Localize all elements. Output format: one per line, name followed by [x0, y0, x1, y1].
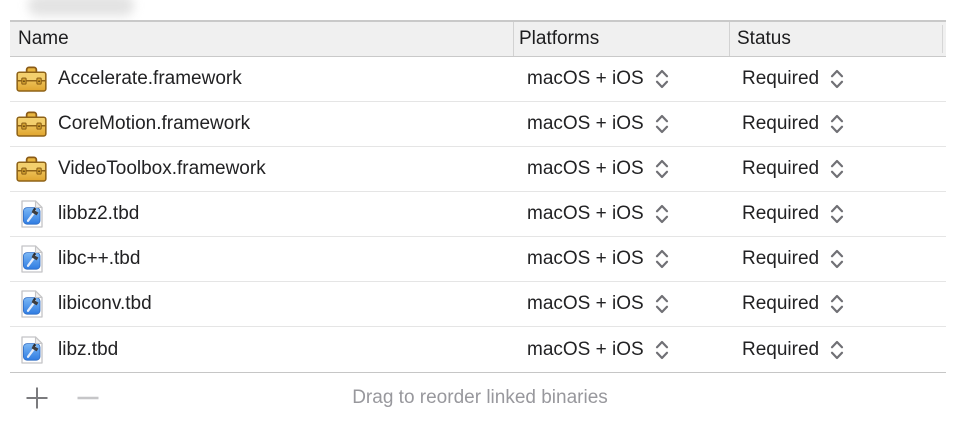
status-value: Required: [742, 158, 820, 179]
binary-name: libbz2.tbd: [58, 203, 140, 224]
status-cell[interactable]: Required: [729, 102, 946, 146]
name-cell: libc++.tbd: [10, 237, 513, 281]
table-row[interactable]: libz.tbd macOS + iOS Required: [10, 327, 946, 372]
table-row[interactable]: libc++.tbd macOS + iOS Required: [10, 237, 946, 282]
platforms-cell[interactable]: macOS + iOS: [513, 237, 729, 281]
binary-name: VideoToolbox.framework: [58, 158, 266, 179]
name-cell: libz.tbd: [10, 327, 513, 372]
framework-icon: [16, 155, 47, 183]
platforms-cell[interactable]: macOS + iOS: [513, 327, 729, 372]
updown-chevrons-icon[interactable]: [829, 68, 845, 90]
column-header-status: Status: [729, 22, 946, 56]
updown-chevrons-icon[interactable]: [829, 113, 845, 135]
platforms-cell[interactable]: macOS + iOS: [513, 282, 729, 326]
platforms-value: macOS + iOS: [527, 248, 644, 269]
binary-name: libiconv.tbd: [58, 293, 152, 314]
status-cell[interactable]: Required: [729, 282, 946, 326]
binary-name: libz.tbd: [58, 338, 119, 360]
platforms-cell[interactable]: macOS + iOS: [513, 192, 729, 236]
status-value: Required: [742, 203, 820, 224]
updown-chevrons-icon[interactable]: [654, 339, 670, 361]
framework-icon: [16, 110, 47, 138]
table-row[interactable]: Accelerate.framework macOS + iOS Require…: [10, 57, 946, 102]
status-cell[interactable]: Required: [729, 192, 946, 236]
updown-chevrons-icon[interactable]: [829, 203, 845, 225]
updown-chevrons-icon[interactable]: [654, 113, 670, 135]
platforms-cell[interactable]: macOS + iOS: [513, 102, 729, 146]
name-cell: VideoToolbox.framework: [10, 147, 513, 191]
header-right-divider: [942, 25, 943, 53]
status-cell[interactable]: Required: [729, 327, 946, 372]
blurred-element: [28, 0, 134, 16]
drag-reorder-hint: Drag to reorder linked binaries: [352, 387, 608, 408]
binary-name: CoreMotion.framework: [58, 113, 251, 134]
status-cell[interactable]: Required: [729, 147, 946, 191]
tbd-file-icon: [16, 290, 47, 318]
table-row[interactable]: libiconv.tbd macOS + iOS Required: [10, 282, 946, 327]
framework-icon: [16, 65, 47, 93]
table-row[interactable]: libbz2.tbd macOS + iOS Required: [10, 192, 946, 237]
platforms-value: macOS + iOS: [527, 68, 644, 89]
tbd-file-icon: [16, 335, 47, 364]
updown-chevrons-icon[interactable]: [654, 203, 670, 225]
updown-chevrons-icon[interactable]: [829, 339, 845, 361]
status-cell[interactable]: Required: [729, 237, 946, 281]
binary-name: Accelerate.framework: [58, 68, 242, 89]
updown-chevrons-icon[interactable]: [654, 68, 670, 90]
updown-chevrons-icon[interactable]: [829, 248, 845, 270]
status-value: Required: [742, 338, 820, 360]
name-cell: CoreMotion.framework: [10, 102, 513, 146]
add-binary-button[interactable]: [24, 385, 50, 411]
binary-name: libc++.tbd: [58, 248, 141, 269]
plus-icon: [26, 387, 48, 409]
linked-binaries-table: Name Platforms Status Accelerate.framewo…: [10, 20, 946, 373]
platforms-value: macOS + iOS: [527, 158, 644, 179]
name-cell: libiconv.tbd: [10, 282, 513, 326]
updown-chevrons-icon[interactable]: [654, 248, 670, 270]
table-header-row: Name Platforms Status: [10, 22, 946, 57]
platforms-value: macOS + iOS: [527, 293, 644, 314]
platforms-value: macOS + iOS: [527, 203, 644, 224]
table-footer: Drag to reorder linked binaries: [0, 373, 960, 434]
table-row[interactable]: VideoToolbox.framework macOS + iOS Requi…: [10, 147, 946, 192]
status-value: Required: [742, 248, 820, 269]
platforms-cell[interactable]: macOS + iOS: [513, 57, 729, 101]
tbd-file-icon: [16, 200, 47, 228]
tbd-file-icon: [16, 245, 47, 273]
table-row[interactable]: CoreMotion.framework macOS + iOS Require…: [10, 102, 946, 147]
status-cell[interactable]: Required: [729, 57, 946, 101]
status-value: Required: [742, 68, 820, 89]
name-cell: libbz2.tbd: [10, 192, 513, 236]
updown-chevrons-icon[interactable]: [654, 293, 670, 315]
platforms-cell[interactable]: macOS + iOS: [513, 147, 729, 191]
column-header-platforms: Platforms: [513, 22, 729, 56]
status-value: Required: [742, 113, 820, 134]
updown-chevrons-icon[interactable]: [829, 158, 845, 180]
updown-chevrons-icon[interactable]: [654, 158, 670, 180]
platforms-value: macOS + iOS: [527, 113, 644, 134]
name-cell: Accelerate.framework: [10, 57, 513, 101]
updown-chevrons-icon[interactable]: [829, 293, 845, 315]
platforms-value: macOS + iOS: [527, 338, 644, 360]
minus-icon: [77, 396, 99, 400]
status-value: Required: [742, 293, 820, 314]
remove-binary-button[interactable]: [75, 385, 101, 411]
column-header-name: Name: [18, 28, 69, 49]
